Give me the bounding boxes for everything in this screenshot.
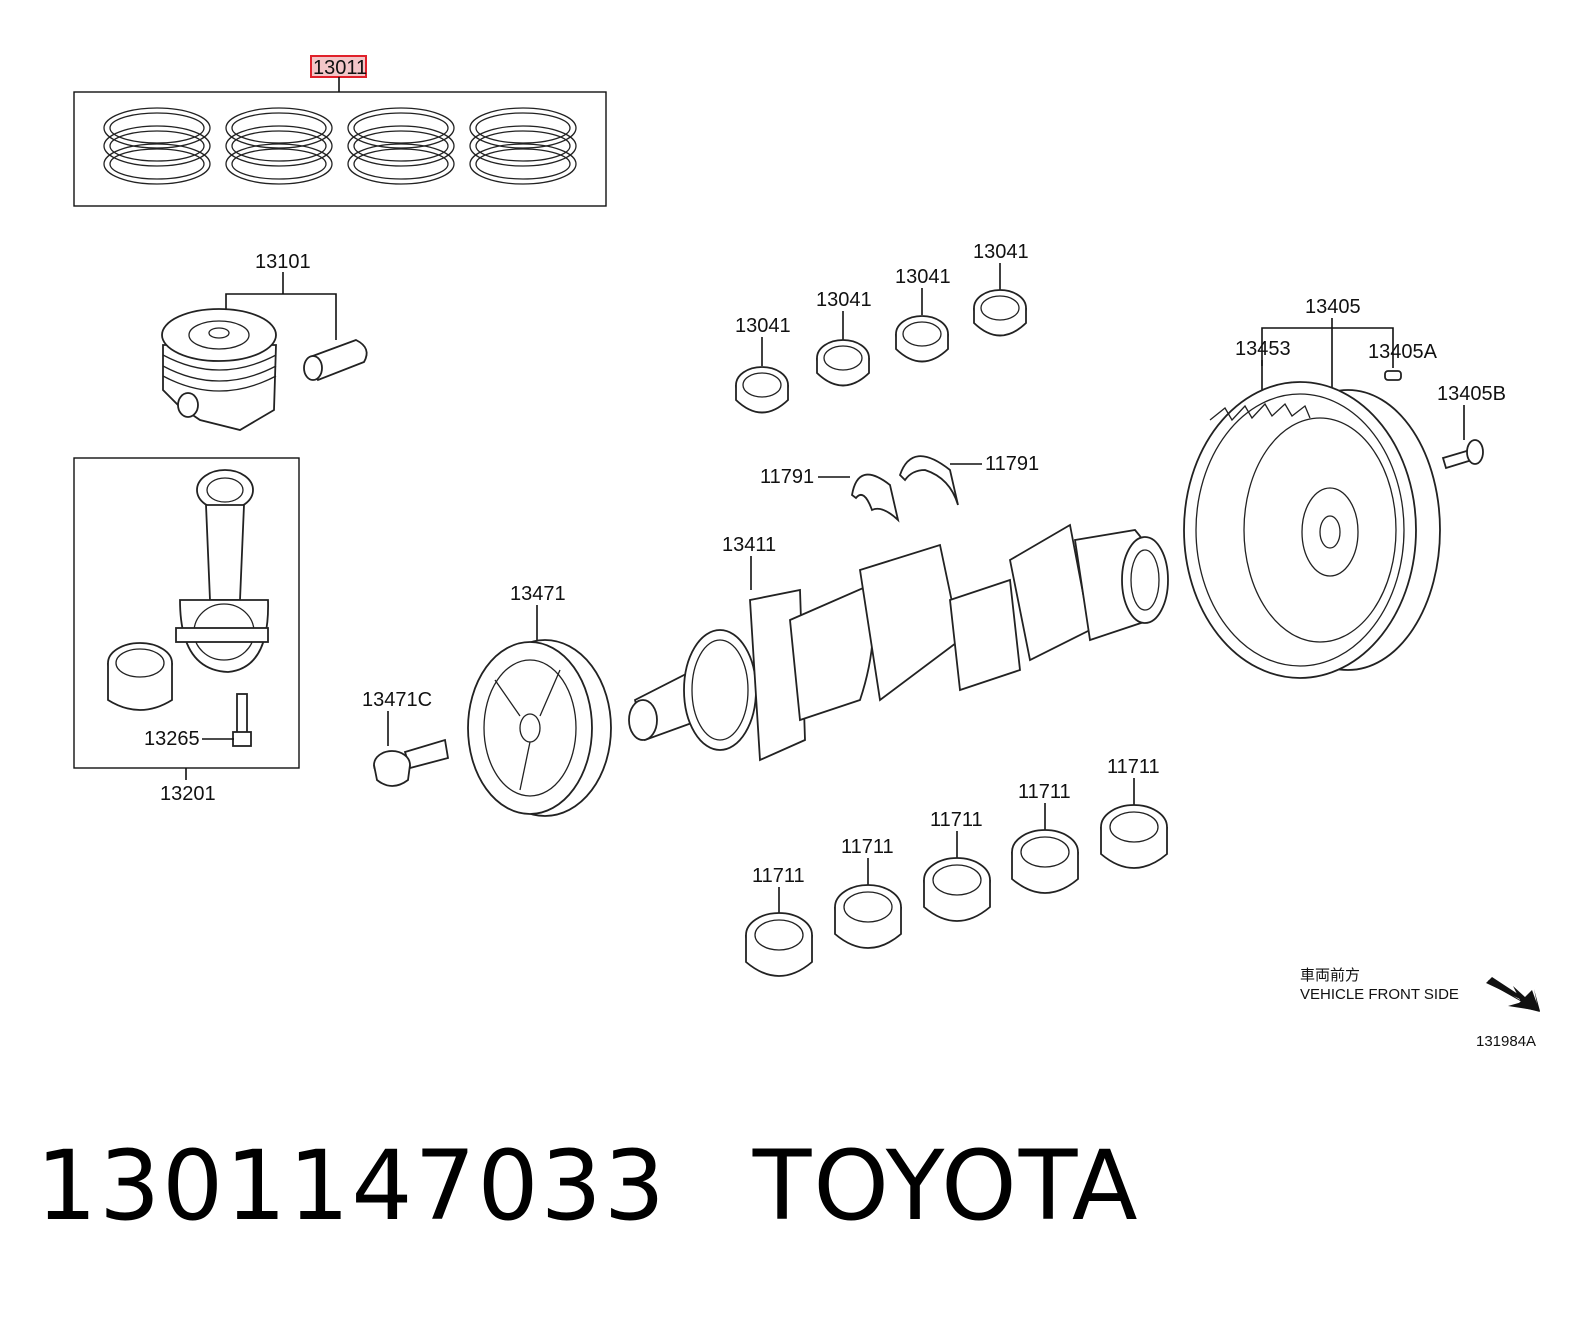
flywheel-dowel-pin xyxy=(1384,370,1402,381)
flywheel-bolt xyxy=(1441,439,1484,470)
pulley-group: 13471 13471C xyxy=(362,583,612,817)
crankshaft-pulley xyxy=(467,639,612,817)
label-11791-right[interactable]: 11791 xyxy=(985,453,1039,475)
flywheel xyxy=(1183,381,1441,679)
piston-ring-stack-4 xyxy=(469,107,577,185)
crankshaft xyxy=(628,523,1169,762)
label-13041-2[interactable]: 13041 xyxy=(816,289,872,311)
main-bearing-5 xyxy=(1100,804,1168,869)
label-13405B[interactable]: 13405B xyxy=(1437,383,1506,405)
rod-bearing-3 xyxy=(895,315,949,363)
connecting-rod xyxy=(175,469,269,673)
con-rod-bearing xyxy=(107,642,173,711)
label-13471C[interactable]: 13471C xyxy=(362,689,432,711)
piston-ring-stack-1 xyxy=(103,107,211,185)
piston-ring-stack-2 xyxy=(225,107,333,185)
pulley-bolt xyxy=(373,738,450,787)
piston-pin xyxy=(303,339,368,382)
thrust-washers-group: 11791 11791 xyxy=(760,453,1039,523)
front-note-english: VEHICLE FRONT SIDE xyxy=(1300,986,1459,1003)
piston xyxy=(161,308,277,431)
crankshaft-group: 13411 xyxy=(628,523,1169,762)
label-11791-left[interactable]: 11791 xyxy=(760,466,814,488)
label-13011[interactable]: 13011 xyxy=(313,57,367,79)
con-rod-bolt xyxy=(232,693,252,747)
label-13405A[interactable]: 13405A xyxy=(1368,341,1438,363)
main-bearings-group: 11711 11711 11711 11711 11711 xyxy=(745,756,1168,977)
main-bearing-2 xyxy=(834,884,902,949)
label-11711-4[interactable]: 11711 xyxy=(1018,781,1071,803)
rod-bearing-4 xyxy=(973,289,1027,337)
thrust-washer-right xyxy=(898,455,959,506)
piston-ring-set-group: 13011 xyxy=(73,55,607,207)
label-13405[interactable]: 13405 xyxy=(1305,296,1361,318)
connecting-rod-group: 13265 13201 xyxy=(73,457,300,805)
label-11711-3[interactable]: 11711 xyxy=(930,809,983,831)
label-13411[interactable]: 13411 xyxy=(722,534,776,556)
rod-bearing-1 xyxy=(735,366,789,414)
main-bearing-1 xyxy=(745,912,813,977)
thrust-washer-left xyxy=(851,473,900,523)
label-13265[interactable]: 13265 xyxy=(144,728,200,750)
arrow-down-right-icon xyxy=(1486,977,1540,1012)
label-13041-3[interactable]: 13041 xyxy=(895,266,951,288)
piston-group: 13101 xyxy=(161,251,368,431)
piston-ring-stack-3 xyxy=(347,107,455,185)
main-bearing-4 xyxy=(1011,829,1079,894)
label-13101[interactable]: 13101 xyxy=(255,251,311,273)
label-13453[interactable]: 13453 xyxy=(1235,338,1291,360)
rod-bearing-2 xyxy=(816,339,870,387)
footer-caption: 1301147033 TOYOTA xyxy=(36,1130,1140,1242)
label-11711-1[interactable]: 11711 xyxy=(752,865,805,887)
label-13471[interactable]: 13471 xyxy=(510,583,566,605)
vehicle-front-note: 車両前方 VEHICLE FRONT SIDE 131984A xyxy=(1300,967,1540,1050)
label-13041-4[interactable]: 13041 xyxy=(973,241,1029,263)
label-13201[interactable]: 13201 xyxy=(160,783,216,805)
label-13041-1[interactable]: 13041 xyxy=(735,315,791,337)
main-bearing-3 xyxy=(923,857,991,922)
flywheel-group: 13405 13453 13405A 13405B xyxy=(1183,296,1506,679)
ring-set-frame xyxy=(73,91,607,207)
footer-brand: TOYOTA xyxy=(752,1130,1140,1242)
label-11711-5[interactable]: 11711 xyxy=(1107,756,1160,778)
drawing-number: 131984A xyxy=(1476,1033,1536,1050)
rod-bearings-group: 13041 13041 13041 13041 xyxy=(735,241,1029,414)
label-11711-2[interactable]: 11711 xyxy=(841,836,894,858)
footer-part-number: 1301147033 xyxy=(36,1130,667,1242)
front-note-japanese: 車両前方 xyxy=(1300,967,1360,984)
